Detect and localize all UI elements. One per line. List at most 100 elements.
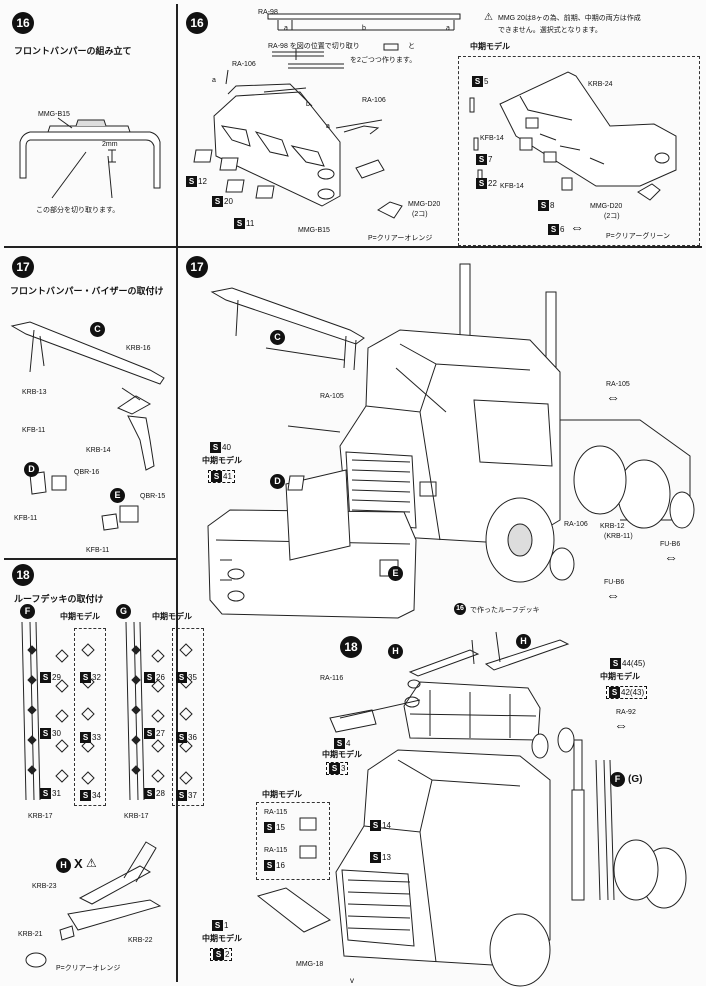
- callout-d: D: [24, 462, 39, 477]
- deck-ref-badge: 16: [454, 603, 466, 615]
- callout-f: F: [20, 604, 35, 619]
- callout-g: G: [116, 604, 131, 619]
- part-krb-22: KRB-22: [128, 937, 153, 944]
- cut-note-2: と: [408, 43, 415, 50]
- cut-note-1: RA-98 を図の位置で切り取り: [268, 43, 360, 50]
- step-18-title: ルーフデッキの取付け: [14, 594, 104, 604]
- mid-model-box-16: [458, 56, 700, 246]
- direction-arrow-icon: ⇔: [570, 219, 584, 235]
- mid-model-label-16: 中期モデル: [470, 42, 510, 51]
- step-16-title: フロントバンパーの組み立て: [14, 46, 132, 56]
- vertical-divider: [176, 4, 178, 982]
- callout-h: H: [56, 858, 71, 873]
- page-number: v: [350, 976, 354, 985]
- callout-g-alt: (G): [628, 774, 643, 785]
- callout-e-17: E: [388, 566, 403, 581]
- part-label: MMG-B15: [38, 111, 70, 118]
- paint-note-orange-18: P=クリアーオレンジ: [56, 965, 121, 972]
- direction-arrow-icon: ⇔: [614, 717, 628, 733]
- part-mmg-b15: MMG-B15: [298, 227, 330, 234]
- direction-arrow-icon: ⇔: [606, 587, 620, 603]
- part-ra-115a: RA-115: [264, 809, 288, 816]
- direction-arrow-icon: ⇔: [606, 389, 620, 405]
- callout-f-18: F: [610, 772, 625, 787]
- part-kfb-14b: KFB-14: [500, 183, 524, 190]
- warning-icon: ⚠: [86, 856, 97, 870]
- part-krb-23: KRB-23: [32, 883, 57, 890]
- part-ra-92: RA-92: [616, 709, 636, 716]
- callout-c-17: C: [270, 330, 285, 345]
- part-mmg-d20: MMG-D20: [408, 201, 441, 208]
- part-qbr-15: QBR-15: [140, 493, 166, 500]
- part-a-marker: a: [212, 77, 216, 84]
- cut-note-3: を2ごつつ作ります。: [350, 57, 417, 64]
- cut-note: この部分を切り取ります。: [36, 207, 120, 214]
- divider-16-17: [4, 246, 702, 248]
- part-kfb-11c: KFB-11: [86, 547, 110, 554]
- part-fu-b6-left: FU-B6: [604, 579, 625, 586]
- direction-arrow-icon: ⇔: [664, 549, 678, 565]
- part-b-marker: b: [306, 101, 310, 108]
- cut-part-label: RA-98: [258, 9, 278, 16]
- part-fu-b6-right: FU-B6: [660, 541, 681, 548]
- mid-model-label-18d: 中期モデル: [202, 934, 242, 943]
- paint-note-orange: P=クリアーオレンジ: [368, 235, 433, 242]
- part-qbr-16: QBR-16: [74, 469, 100, 476]
- part-mmg-d20b: MMG-D20: [590, 203, 623, 210]
- part-krb-24: KRB-24: [588, 81, 613, 88]
- mid-model-label-18c: 中期モデル: [262, 790, 302, 799]
- dimension-label: 2mm: [102, 141, 118, 148]
- part-ra-106a: RA-106: [232, 61, 256, 68]
- part-krb-11-alt: (KRB-11): [604, 533, 633, 540]
- step-17-number: 17: [12, 256, 34, 278]
- part-kfb-11b: KFB-11: [14, 515, 38, 522]
- step-18-number: 18: [12, 564, 34, 586]
- mid-model-label-18b: 中期モデル: [152, 612, 192, 621]
- part-kfb-14a: KFB-14: [480, 135, 504, 142]
- callout-d-17: D: [270, 474, 285, 489]
- part-ra-105-left: RA-105: [320, 393, 344, 400]
- cut-a-right: a: [446, 25, 450, 32]
- mid-model-label-17: 中期モデル: [202, 456, 242, 465]
- part-krb-12: KRB-12: [600, 523, 625, 530]
- cut-b-label: b: [362, 25, 366, 32]
- part-krb-21: KRB-21: [18, 931, 43, 938]
- part-krb-16: KRB-16: [126, 345, 151, 352]
- callout-h-left: H: [388, 644, 403, 659]
- part-mmg-18: MMG-18: [296, 961, 324, 968]
- divider-17-18-left: [4, 558, 176, 560]
- part-ra-115b: RA-115: [264, 847, 288, 854]
- step-16r-number: 16: [186, 12, 208, 34]
- part-ra-116: RA-116: [320, 675, 344, 682]
- mid-model-box-18: [256, 802, 330, 880]
- bumper-cut-diagram: [19, 117, 161, 199]
- step-18r-number: 18: [340, 636, 362, 658]
- cut-a-left: a: [284, 25, 288, 32]
- part-krb-17b: KRB-17: [124, 813, 149, 820]
